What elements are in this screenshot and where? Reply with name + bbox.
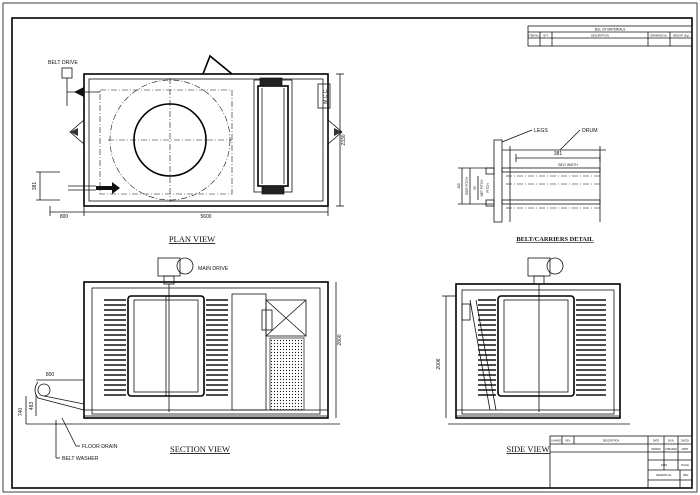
main-drive-label: MAIN DRIVE	[198, 266, 229, 272]
floor-drain-label: FLOOR DRAIN	[82, 444, 118, 450]
title-rev-change: CHANGE	[551, 440, 562, 443]
section-view: MAIN DRIVE 2800 800 740 483 FL	[18, 257, 343, 462]
plan-inner-dim: 381	[32, 182, 38, 191]
bom-header-weight: WEIGHT (Kg)	[673, 33, 689, 37]
bom-header-description: DESCRIPTION	[591, 33, 609, 37]
title-drawn: DRAWN	[652, 448, 661, 451]
title-rev-check: CHECK	[681, 440, 690, 443]
detail-381-dim: 381	[554, 151, 563, 157]
belt-carriers-detail: 381 BELT WIDTH LEGS DRUM 100 SIDE PITCH …	[457, 128, 606, 243]
title-rev-sign: SIGN.	[668, 440, 675, 443]
section-view-title: SECTION VIEW	[170, 444, 230, 454]
legs-label: LEGS	[534, 128, 548, 134]
inner-border	[11, 17, 693, 489]
section-800-dim: 800	[46, 372, 55, 378]
plan-view-title: PLAN VIEW	[169, 234, 215, 244]
title-checked: CHECKED	[665, 448, 677, 451]
belt-washer-label: BELT WASHER	[62, 456, 99, 462]
title-rev-rev: REV.	[565, 440, 571, 443]
bom-header-item: ITEM No.	[529, 33, 540, 37]
bom-title: BILL OF MATERIALS	[595, 28, 625, 32]
side-view: 2006 SIDE VIEW	[436, 257, 630, 454]
section-height-dim: 2800	[337, 334, 343, 345]
belt-detail-title: BELT/CARRIERS DETAIL	[516, 236, 593, 243]
title-appr: APPR.	[681, 448, 689, 451]
title-rev: REV.	[683, 474, 689, 477]
title-date: DATE	[661, 464, 668, 467]
plan-offset-dim: 800	[60, 214, 69, 220]
bom-header-qty: QTY.	[543, 33, 549, 37]
detail-55-dim: 55	[473, 186, 477, 190]
section-slats-left	[104, 299, 228, 396]
plan-view: M.C.C. BELT DRIVE 5600 800 2330 381	[32, 54, 347, 244]
detail-100-dim: 100	[457, 183, 461, 189]
side-height-dim: 2006	[436, 358, 442, 369]
drum-label: DRUM	[582, 128, 598, 134]
title-drawing-no: DRAWING No.	[656, 474, 672, 477]
title-scale: SCALE	[681, 464, 689, 467]
section-740-dim: 740	[18, 408, 24, 417]
title-rev-date: DATE	[653, 440, 660, 443]
title-rev-description: DESCRIPTION	[603, 440, 620, 443]
belt-width-label: BELT WIDTH	[558, 163, 578, 167]
plan-width-dim: 5600	[200, 214, 211, 220]
pitch-label: PITCH	[486, 183, 490, 193]
section-483-dim: 483	[29, 402, 35, 411]
bom-header-drawing: DRAWING No.	[650, 33, 667, 37]
mcc-label: M.C.C.	[323, 88, 329, 104]
side-pitch-label: SIDE PITCH	[465, 176, 469, 195]
net-pitch-label: NET PITCH	[480, 179, 484, 196]
plan-depth-dim: 2330	[341, 134, 347, 145]
side-view-title: SIDE VIEW	[506, 444, 549, 454]
title-block: CHANGE REV. DESCRIPTION DATE SIGN. CHECK…	[549, 435, 693, 489]
bill-of-materials: BILL OF MATERIALS ITEM No. QTY. DESCRIPT…	[527, 25, 693, 47]
belt-drive-label: BELT DRIVE	[48, 60, 78, 66]
